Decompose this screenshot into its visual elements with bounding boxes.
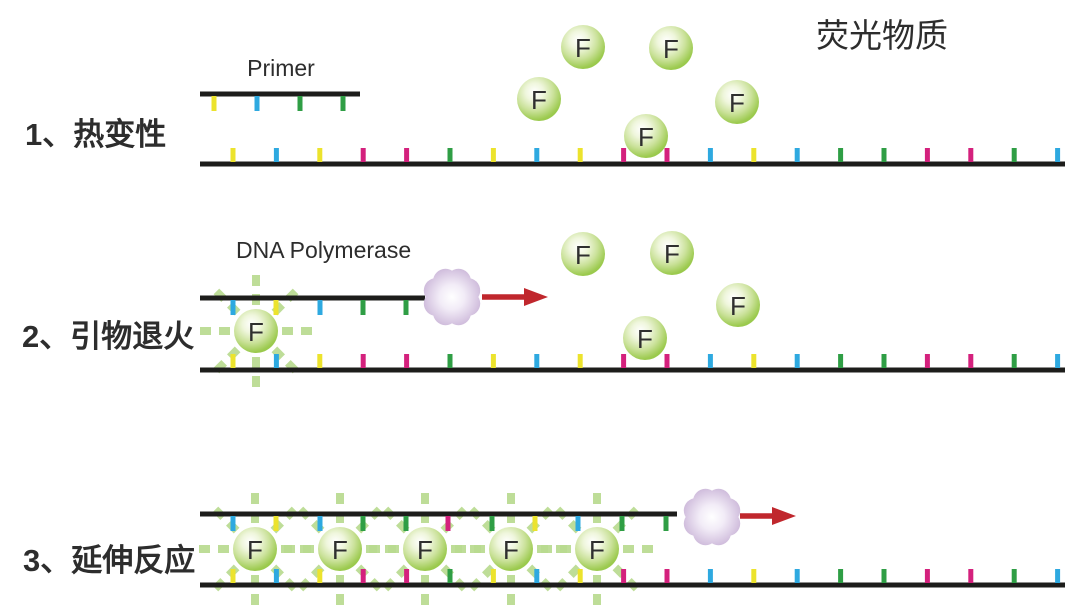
fluorophore-legend-label: 荧光物质 xyxy=(816,17,948,54)
polymerase-layer xyxy=(423,268,796,546)
fluorescence-ray xyxy=(550,564,582,596)
fluorophore-letter: F xyxy=(575,33,591,63)
fluorophore-ball xyxy=(517,77,561,121)
fluorophore-ball xyxy=(489,527,533,571)
dna-polymerase-blob xyxy=(423,268,481,326)
fluorophore-ball xyxy=(623,316,667,360)
fluorescence-ray xyxy=(378,502,410,534)
arrow-head xyxy=(772,507,796,525)
fluorescence-ray xyxy=(440,564,472,596)
step3-label: 3、延伸反应 xyxy=(23,543,195,578)
fluorophore-letter: F xyxy=(531,85,547,115)
fluorophore-letter: F xyxy=(729,88,745,118)
fluorescence-ray xyxy=(271,284,303,316)
fluorophore-letter: F xyxy=(638,122,654,152)
fluorescence-ray xyxy=(550,502,582,534)
fluorophore-ball xyxy=(650,231,694,275)
fluorophore-letter: F xyxy=(575,240,591,270)
fluorescence-ray xyxy=(293,502,325,534)
fluorophore-ball xyxy=(234,309,278,353)
fluorophore-letter: F xyxy=(589,535,605,565)
fluorophore-ball xyxy=(649,26,693,70)
fluorophore-letter: F xyxy=(247,535,263,565)
fluorophore-ball xyxy=(233,527,277,571)
fluorescence-ray xyxy=(526,564,558,596)
step2-label: 2、引物退火 xyxy=(22,319,194,354)
fluorophore-letter: F xyxy=(663,34,679,64)
fluorophore-letter: F xyxy=(332,535,348,565)
fluorophore-ball xyxy=(575,527,619,571)
fluorophore-ball xyxy=(561,25,605,69)
dna-strands-layer xyxy=(200,91,1065,588)
fluorescence-ray xyxy=(612,502,644,534)
polymerase-core xyxy=(694,499,730,535)
fluorescence-rays-layer xyxy=(193,269,659,611)
dna-polymerase-blob xyxy=(683,488,741,546)
fluorophore-letter: F xyxy=(664,239,680,269)
fluorophore-ball xyxy=(403,527,447,571)
dna-polymerase-label: DNA Polymerase xyxy=(236,237,411,263)
primer-label: Primer xyxy=(247,55,315,81)
fluorescence-ray xyxy=(464,502,496,534)
fluorophore-letter: F xyxy=(730,291,746,321)
fluorescence-ray xyxy=(612,564,644,596)
fluorophore-ball xyxy=(624,114,668,158)
step1-label: 1、热变性 xyxy=(25,117,166,152)
fluorophore-letter: F xyxy=(417,535,433,565)
fluorophore-letter: F xyxy=(248,317,264,347)
fluorophore-ball xyxy=(318,527,362,571)
fluorophore-ball xyxy=(561,232,605,276)
fluorescence-ray xyxy=(464,564,496,596)
fluorophore-letter: F xyxy=(637,324,653,354)
arrow-head xyxy=(524,288,548,306)
fluorophore-letter: F xyxy=(503,535,519,565)
fluorophore-ball xyxy=(715,80,759,124)
fluorophore-ball xyxy=(716,283,760,327)
polymerase-core xyxy=(434,279,470,315)
fluorescence-ray xyxy=(378,564,410,596)
